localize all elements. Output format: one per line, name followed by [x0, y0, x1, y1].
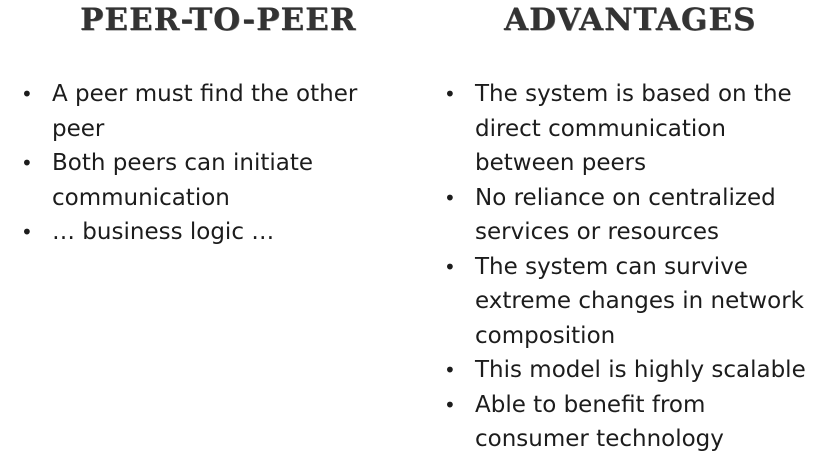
list-item: • Both peers can initiate communication	[21, 146, 372, 215]
bullet-icon: •	[444, 254, 456, 279]
peer-to-peer-list: • A peer must find the other peer • Both p…	[21, 77, 372, 250]
advantages-heading: ADVANTAGES	[504, 2, 757, 38]
bullet-text: The system is based on the direct commun…	[475, 81, 792, 176]
list-item: • This model is highly scalable	[444, 353, 815, 388]
bullet-icon: •	[444, 82, 456, 106]
list-item: • … business logic …	[21, 215, 372, 250]
bullet-text: Both peers can initiate communication	[52, 150, 314, 211]
bullet-icon: •	[21, 151, 33, 175]
bullet-text: This model is highly scalable	[475, 357, 806, 383]
bullet-icon: •	[444, 392, 456, 417]
bullet-icon: •	[21, 82, 33, 106]
advantages-list: • The system is based on the direct commu…	[444, 77, 815, 457]
list-item: • The system is based on the direct commu…	[444, 77, 815, 181]
bullet-icon: •	[21, 220, 33, 244]
list-item: • No reliance on centralized services or …	[444, 181, 815, 250]
peer-to-peer-heading: PEER-TO-PEER	[80, 2, 357, 38]
bullet-icon: •	[444, 358, 456, 382]
bullet-text: The system can survive extreme changes i…	[475, 253, 804, 349]
list-item: • The system can survive extreme changes …	[444, 250, 815, 354]
bullet-text: No reliance on centralized services or r…	[475, 184, 776, 246]
list-item: • A peer must find the other peer	[21, 77, 372, 146]
bullet-icon: •	[444, 185, 456, 210]
bullet-text: Able to benefit from consumer technology	[475, 391, 724, 453]
bullet-text: … business logic …	[52, 219, 275, 245]
bullet-text: A peer must find the other peer	[52, 81, 358, 142]
list-item: • Able to benefit from consumer technolog…	[444, 388, 815, 457]
